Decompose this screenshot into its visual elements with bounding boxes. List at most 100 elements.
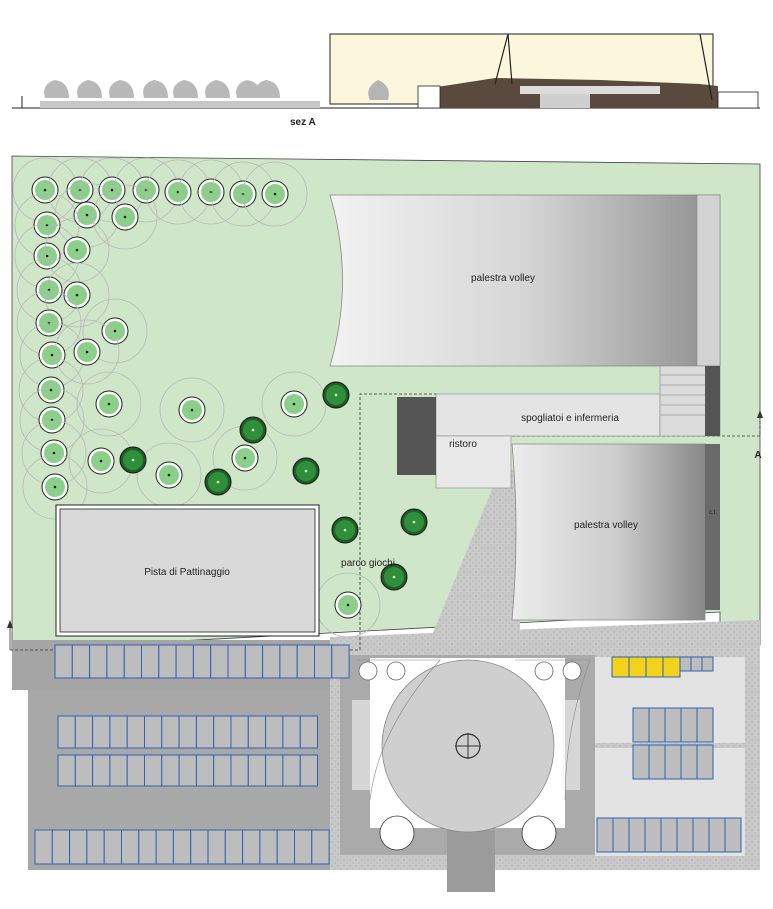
access-road — [447, 830, 495, 892]
tree-center — [251, 428, 255, 432]
tree-center — [85, 350, 89, 354]
parking-stall-row2 — [282, 754, 301, 787]
parking-stall-east3 — [644, 817, 662, 853]
elevation-annex — [417, 85, 441, 109]
parking-stall-row1 — [92, 715, 111, 749]
section-marker-label: A — [754, 450, 761, 461]
parking-stall-east2 — [664, 744, 682, 780]
elevation-mast-center — [507, 33, 513, 85]
gym-bottom-roof — [511, 443, 706, 621]
parking-stall-east3 — [596, 817, 614, 853]
parking-stall-row1 — [299, 715, 319, 749]
section-arrow-left — [7, 620, 13, 628]
parking-stall-row1 — [265, 715, 284, 749]
tree-center — [85, 213, 89, 217]
parking-stall-east1 — [648, 707, 666, 743]
elevation-tree — [77, 80, 102, 98]
parking-stall-row1 — [178, 715, 197, 749]
parking-stall-row2 — [92, 754, 111, 787]
parking-stall-north — [331, 644, 350, 679]
skating-rink: Pista di Pattinaggio — [55, 504, 320, 637]
parking-stall-small — [690, 656, 703, 672]
changing-rooms-block: spogliatoi e infermeria ristoro — [397, 365, 721, 489]
parking-stall-north — [314, 644, 333, 679]
parking-stall-north — [227, 644, 246, 679]
tree-center — [99, 459, 103, 463]
parking-stall-south — [51, 829, 71, 865]
parking-stall-east1 — [664, 707, 682, 743]
crosswalk-west — [352, 700, 370, 790]
parking-stall-row1 — [57, 715, 76, 749]
parking-stall-north — [244, 644, 264, 679]
planter-n1 — [358, 661, 378, 681]
parking-stall-row1 — [74, 715, 94, 749]
parking-stall-handicap — [611, 656, 630, 678]
planter-n3 — [534, 661, 554, 681]
changing-rooms — [435, 393, 661, 437]
tree-center — [292, 402, 296, 406]
playground-label: parco giochi — [341, 558, 395, 569]
parking-layer — [34, 644, 742, 865]
tree-center — [75, 248, 79, 252]
gym-top-label: palestra volley — [471, 273, 535, 284]
cobble-path — [430, 470, 520, 640]
parking-stall-north — [296, 644, 316, 679]
parking-stall-south — [224, 829, 244, 865]
gym-top-edge — [696, 194, 721, 367]
planter-sw — [379, 815, 415, 851]
tree-center — [334, 393, 338, 397]
tree-center — [131, 458, 135, 462]
planter-n4 — [562, 661, 582, 681]
tree-center — [53, 485, 57, 489]
gym-bottom: palestra volley c.t. — [511, 443, 720, 621]
tree-center — [50, 353, 54, 357]
parking-stall-row2 — [126, 754, 145, 787]
trees-layer — [12, 157, 428, 638]
parking-stall-north — [71, 644, 91, 679]
parking-stall-east2 — [696, 744, 714, 780]
parking-stall-north — [141, 644, 160, 679]
elevation-tree — [205, 80, 230, 98]
parking-stall-row2 — [230, 754, 249, 787]
elevation-tree — [236, 80, 261, 98]
parking-stall-east3 — [628, 817, 646, 853]
tree-center — [392, 575, 396, 579]
parking-stall-row1 — [161, 715, 180, 749]
parking-stall-row2 — [57, 754, 76, 787]
parking-stall-south — [207, 829, 226, 865]
parking-stall-south — [155, 829, 174, 865]
restaurant — [435, 435, 512, 489]
tree-center — [123, 215, 127, 219]
elevation-window-band — [520, 86, 660, 94]
tree-center — [216, 480, 220, 484]
parking-stall-east2 — [632, 744, 650, 780]
section-arrow-right — [757, 410, 763, 418]
parking-stall-south — [86, 829, 105, 865]
elevation-tree — [109, 80, 134, 98]
gym-bottom-label: palestra volley — [574, 520, 638, 531]
parking-stall-handicap — [662, 656, 681, 678]
parking-stall-south — [103, 829, 122, 865]
restaurant-label: ristoro — [449, 439, 477, 450]
tree-center — [45, 254, 49, 258]
parking-stall-east3 — [612, 817, 630, 853]
tree-center — [273, 192, 277, 196]
parking-stall-east2 — [680, 744, 698, 780]
tree-canopy-ring — [44, 262, 110, 328]
parking-stall-handicap — [645, 656, 664, 678]
tree-center — [52, 451, 56, 455]
tree-center — [49, 388, 53, 392]
tree-canopy-ring — [76, 371, 142, 437]
tech-room-label: c.t. — [709, 510, 717, 516]
parking-stall-east3 — [692, 817, 710, 853]
tree-center — [113, 329, 117, 333]
changing-rooms-label: spogliatoi e infermeria — [521, 413, 619, 424]
elevation-mast-right — [699, 33, 713, 101]
parking-stall-south — [294, 829, 313, 865]
planter-se — [521, 815, 557, 851]
tree-center — [346, 603, 350, 607]
tree-center — [110, 188, 114, 192]
parking-stall-south — [121, 829, 140, 865]
elevation-tree — [368, 80, 389, 100]
parking-stall-row1 — [247, 715, 267, 749]
